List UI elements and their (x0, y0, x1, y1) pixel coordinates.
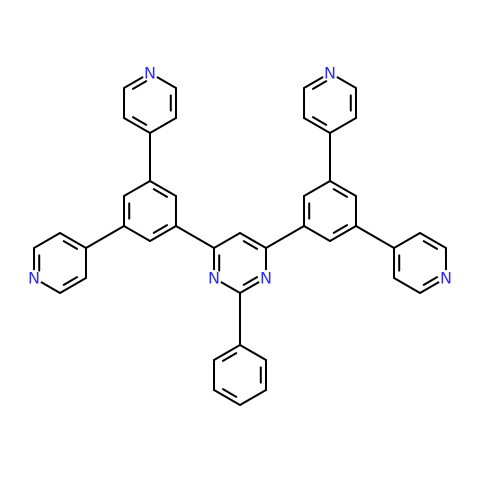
bzL-bond (149, 225, 177, 242)
pym-double-bond (242, 276, 259, 286)
bzR-double-bond (332, 224, 349, 234)
nitrogen-atom-label: N (260, 269, 272, 288)
bzR-bond (303, 225, 331, 242)
link-bond (354, 225, 396, 249)
pyR-double-bond (422, 276, 439, 286)
link-bond (264, 225, 306, 249)
bzL-double-bond (152, 224, 169, 234)
nitrogen-atom-label: N (324, 64, 336, 83)
pyTL-bond (123, 117, 151, 134)
pyL-double-bond (62, 240, 79, 250)
pyR-bond (393, 277, 421, 294)
ph-double-bond (221, 388, 238, 398)
pyL-double-bond (62, 276, 79, 286)
pyL-bond (59, 277, 87, 294)
ph-bond (239, 344, 267, 361)
atom-background (26, 270, 43, 286)
bzR-bond (329, 225, 357, 242)
pyTR-double-bond (311, 80, 328, 90)
bzL-bond (123, 180, 151, 197)
pym-double-bond (242, 240, 259, 250)
pyR-double-bond (422, 240, 439, 250)
pyTL-bond (149, 117, 177, 134)
ph-bond (213, 344, 241, 361)
pyTR-double-bond (311, 116, 328, 126)
atom-background (206, 270, 223, 286)
atom-background (437, 270, 454, 286)
pyTR-bond (329, 117, 357, 134)
pyTR-bond (303, 117, 331, 134)
nitrogen-atom-label: N (440, 269, 452, 288)
atom-background (142, 65, 158, 81)
nitrogen-atom-label: N (144, 64, 156, 83)
nitrogen-atom-label: N (208, 269, 220, 288)
pyL-bond (33, 232, 61, 249)
link-bond (174, 225, 216, 249)
pym-bond (213, 232, 241, 249)
pyL-bond (59, 232, 87, 249)
link-bond (84, 225, 126, 249)
bzR-bond (329, 180, 357, 197)
atom-background (322, 65, 338, 81)
pyTL-double-bond (131, 80, 148, 90)
nitrogen-atom-label: N (28, 269, 40, 288)
pyR-bond (393, 232, 421, 249)
pyTL-double-bond (131, 116, 148, 126)
ph-bond (239, 389, 267, 406)
bzL-bond (149, 180, 177, 197)
bzL-bond (123, 225, 151, 242)
ph-bond (213, 389, 241, 406)
pyR-bond (419, 232, 447, 249)
ph-double-bond (221, 352, 238, 362)
bzR-double-bond (332, 188, 349, 198)
pym-bond (239, 232, 267, 249)
bzL-double-bond (152, 188, 169, 198)
bzR-bond (303, 180, 331, 197)
atom-background (257, 270, 274, 286)
